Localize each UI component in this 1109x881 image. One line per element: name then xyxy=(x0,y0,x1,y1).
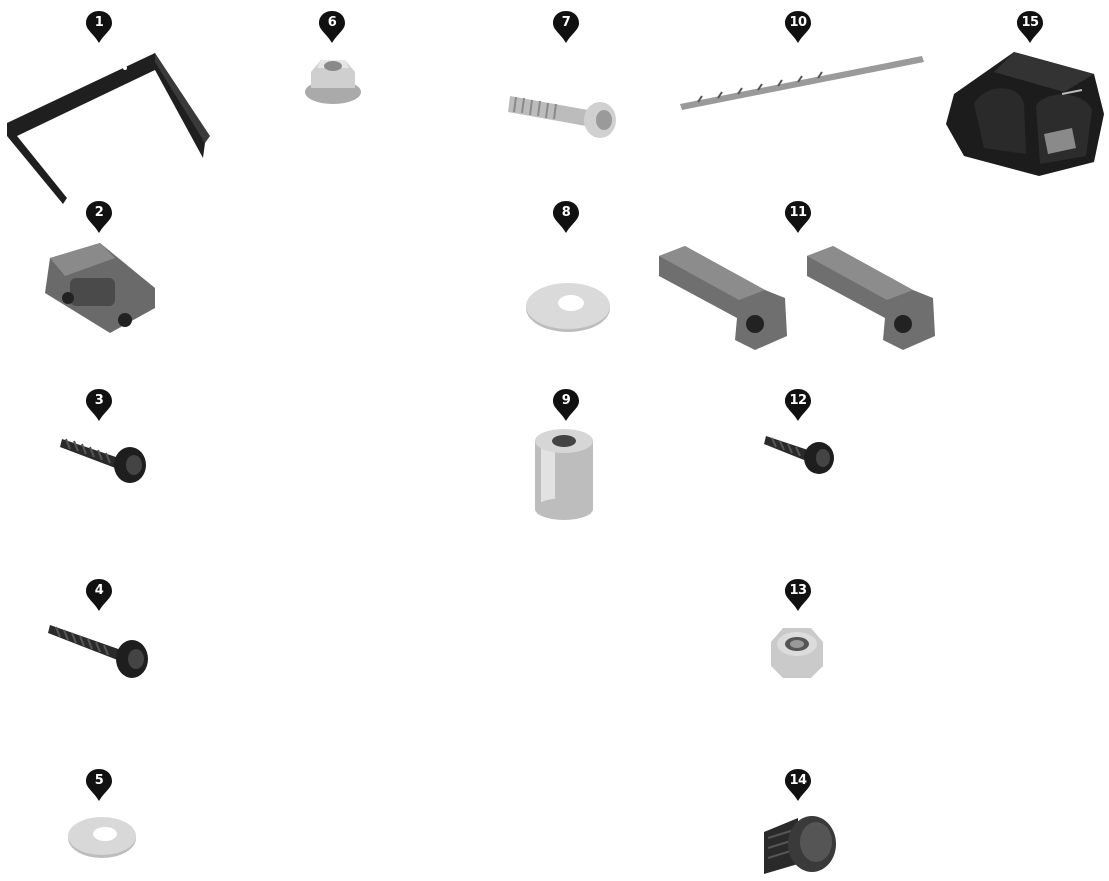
screw-icon xyxy=(764,428,839,476)
marker-label: 1 xyxy=(85,13,113,33)
marker-label: 10 xyxy=(784,13,812,33)
marker-8: 8 xyxy=(552,200,580,234)
plastic-clip-pair-icon xyxy=(655,238,947,358)
marker-label: 14 xyxy=(784,771,812,791)
marker-13: 13 xyxy=(784,578,812,612)
marker-label: 7 xyxy=(552,13,580,33)
end-cap-icon xyxy=(758,812,840,878)
marker-3: 3 xyxy=(85,388,113,422)
screw-icon xyxy=(60,425,150,485)
marker-1: 1 xyxy=(85,10,113,44)
marker-label: 13 xyxy=(784,581,812,601)
flange-nut-icon xyxy=(303,54,363,106)
marker-15: 15 xyxy=(1016,10,1044,44)
marker-label: 11 xyxy=(784,203,812,223)
lock-nut-icon xyxy=(765,624,829,682)
marker-6: 6 xyxy=(318,10,346,44)
marker-label: 2 xyxy=(85,203,113,223)
marker-label: 8 xyxy=(552,203,580,223)
marker-label: 12 xyxy=(784,391,812,411)
marker-9: 9 xyxy=(552,388,580,422)
marker-4: 4 xyxy=(85,578,113,612)
clip-icon xyxy=(40,238,165,338)
drill-bit-icon xyxy=(678,52,926,114)
marker-7: 7 xyxy=(552,10,580,44)
marker-5: 5 xyxy=(85,768,113,802)
bracket-icon xyxy=(5,48,210,206)
spacer-icon xyxy=(533,427,595,522)
marker-label: 4 xyxy=(85,581,113,601)
saddle-bag-icon xyxy=(944,44,1109,180)
marker-14: 14 xyxy=(784,768,812,802)
marker-2: 2 xyxy=(85,200,113,234)
marker-label: 3 xyxy=(85,391,113,411)
washer-icon xyxy=(523,278,613,334)
marker-10: 10 xyxy=(784,10,812,44)
marker-label: 15 xyxy=(1016,13,1044,33)
marker-label: 9 xyxy=(552,391,580,411)
marker-11: 11 xyxy=(784,200,812,234)
marker-label: 5 xyxy=(85,771,113,791)
marker-label: 6 xyxy=(318,13,346,33)
bolt-icon xyxy=(508,88,618,143)
washer-icon xyxy=(65,812,140,862)
marker-12: 12 xyxy=(784,388,812,422)
screw-icon xyxy=(48,615,153,681)
